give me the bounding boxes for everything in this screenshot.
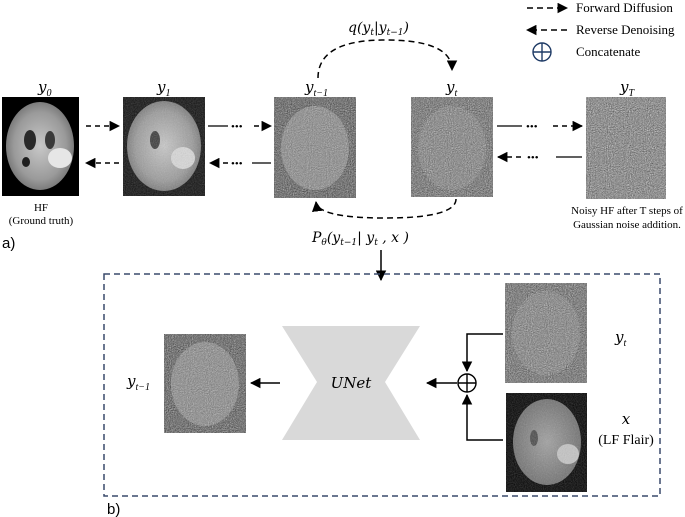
legend: Forward Diffusion Reverse Denoising Conc… bbox=[525, 0, 675, 62]
concatenate-icon bbox=[532, 42, 552, 62]
unet-label: UNet bbox=[331, 374, 373, 392]
ellipsis-reverse-2: ••• bbox=[527, 152, 539, 164]
ellipsis-forward-1: ••• bbox=[231, 121, 243, 133]
node-label-yt: yt bbox=[445, 78, 457, 99]
node-label-y0: y0 bbox=[37, 78, 51, 99]
panel-b-dashed-box bbox=[103, 273, 661, 497]
input-yt-label: yt bbox=[614, 328, 626, 349]
arrow-reverse-p-arc bbox=[311, 198, 457, 219]
image-input-x-lf-flair bbox=[506, 393, 587, 492]
node-label-yt-minus-1: yt−1 bbox=[304, 78, 328, 99]
hf-caption-line1: HF bbox=[34, 202, 48, 214]
p-theta-label: Pθ(yt−1| yt , x ) bbox=[311, 230, 409, 248]
panel-b-tag: b) bbox=[107, 501, 120, 517]
image-output-yt-minus-1 bbox=[164, 334, 246, 433]
legend-concat-label: Concatenate bbox=[576, 44, 640, 59]
legend-reverse-label: Reverse Denoising bbox=[576, 22, 675, 37]
image-y0-clean-brain bbox=[2, 97, 79, 196]
panel-a-tag: a) bbox=[2, 235, 15, 252]
output-yt-minus-1-label: yt−1 bbox=[126, 372, 150, 393]
q-transition-label: q(yt|yt−1) bbox=[348, 20, 409, 38]
input-x-caption: (LF Flair) bbox=[598, 433, 654, 448]
unet-block bbox=[282, 326, 420, 440]
arrow-forward-q-arc bbox=[317, 39, 458, 79]
hf-caption-line2: (Ground truth) bbox=[9, 215, 74, 227]
arrow-x-to-concat bbox=[461, 393, 503, 441]
ellipsis-reverse-1: ••• bbox=[231, 158, 243, 170]
concat-node-icon bbox=[457, 373, 477, 393]
image-y1-mild-noise bbox=[123, 97, 205, 196]
image-yT-pure-noise bbox=[586, 97, 666, 199]
ellipsis-forward-2: ••• bbox=[526, 121, 538, 133]
node-label-yT: yT bbox=[619, 78, 635, 99]
image-yt-minus-1-noisy bbox=[274, 97, 356, 198]
arrow-yt-to-concat bbox=[461, 333, 503, 373]
noisy-caption-line1: Noisy HF after T steps of bbox=[571, 205, 683, 217]
input-x-label: x bbox=[622, 410, 631, 428]
node-label-y1: y1 bbox=[156, 78, 170, 99]
image-input-yt bbox=[505, 283, 587, 383]
image-yt-noisy bbox=[411, 97, 493, 197]
legend-forward-label: Forward Diffusion bbox=[576, 0, 673, 15]
noisy-caption-line2: Gaussian noise addition. bbox=[573, 219, 681, 231]
